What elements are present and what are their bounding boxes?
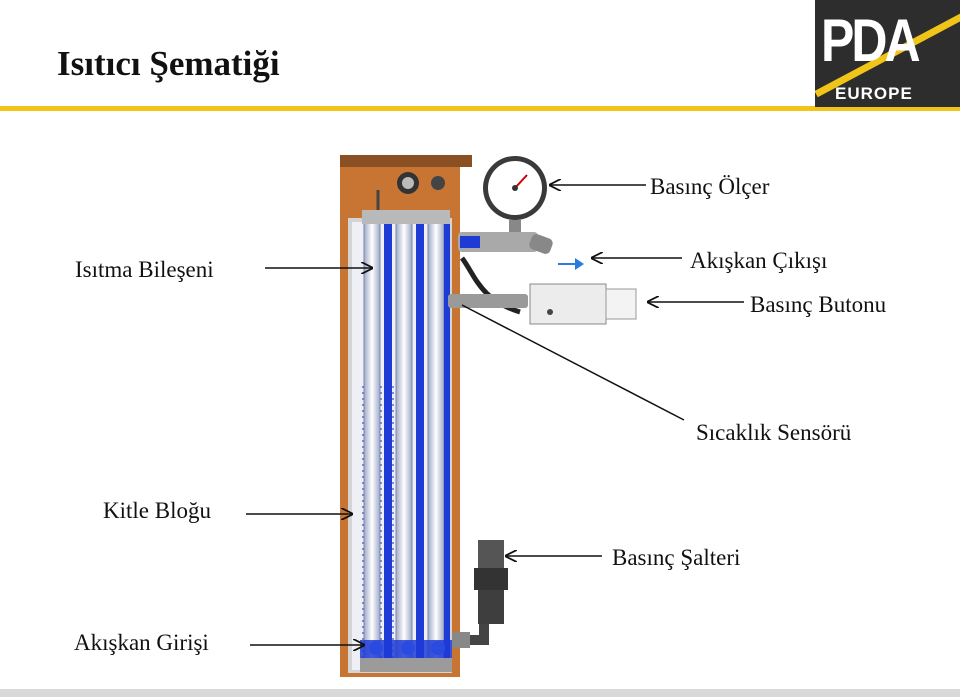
label-mass-block: Kitle Bloğu [103, 498, 211, 523]
title-accent-rule [0, 106, 960, 111]
label-heating-element: Isıtma Bileşeni [75, 257, 214, 282]
label-pressure-switch: Basınç Şalteri [612, 545, 741, 570]
label-fluid-outlet: Akışkan Çıkışı [690, 248, 828, 273]
pressure-button-icon [448, 256, 637, 325]
label-pressure-gauge: Basınç Ölçer [650, 174, 770, 199]
label-pressure-button: Basınç Butonu [750, 292, 887, 317]
heating-tubes [360, 210, 452, 672]
logo-main-text: PDA [821, 7, 921, 75]
bottom-bar [0, 689, 960, 697]
fluid-outlet-arrow-icon [558, 258, 584, 270]
page-title: Isıtıcı Şematiği [57, 44, 280, 83]
label-fluid-inlet: Akışkan Girişi [74, 630, 209, 655]
pressure-switch-icon [452, 540, 508, 648]
pressure-gauge-icon [458, 156, 553, 254]
line-temperature-sensor [461, 304, 685, 421]
logo-sub-text: EUROPE [835, 84, 913, 103]
pda-europe-logo: PDA EUROPE [815, 0, 960, 107]
label-temperature-sensor: Sıcaklık Sensörü [696, 420, 852, 445]
image-caption: Calentador Sección 03 [348, 676, 445, 686]
